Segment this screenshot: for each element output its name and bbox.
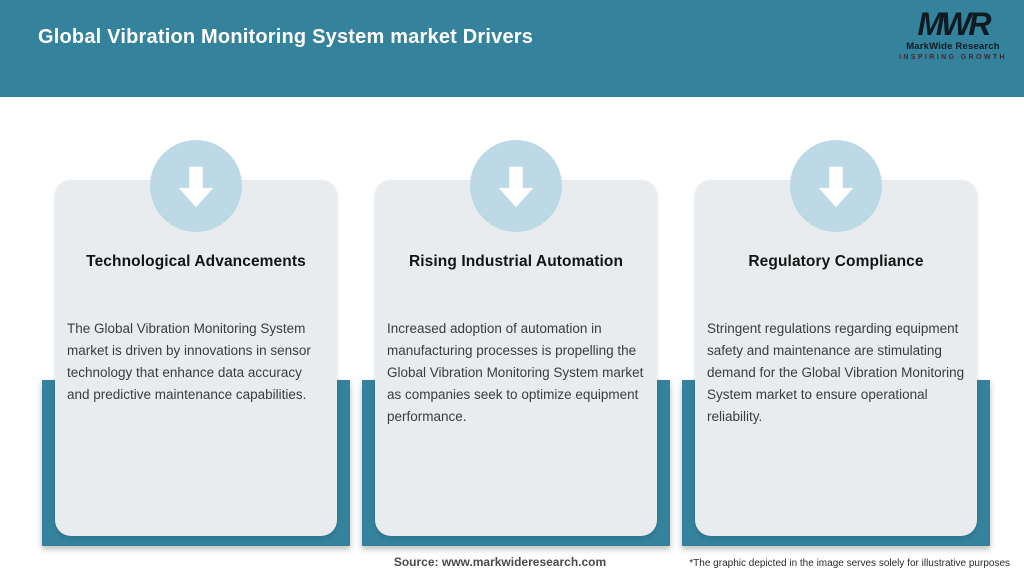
card-body: Stringent regulations regarding equipmen… — [707, 321, 965, 424]
driver-card-technological-advancements: Technological Advancements The Global Vi… — [42, 131, 350, 546]
down-arrow-badge — [790, 140, 882, 232]
card-title: Rising Industrial Automation — [408, 253, 624, 270]
card-panel: Technological Advancements The Global Vi… — [55, 180, 337, 536]
logo-name: MarkWide Research — [906, 41, 1000, 52]
disclaimer-text: *The graphic depicted in the image serve… — [689, 558, 1010, 569]
card-body: The Global Vibration Monitoring System m… — [67, 321, 311, 402]
logo-tagline: INSPIRING GROWTH — [898, 53, 1007, 61]
driver-card-rising-industrial-automation: Rising Industrial Automation Increased a… — [362, 131, 670, 546]
driver-card-regulatory-compliance: Regulatory Compliance Stringent regulati… — [682, 131, 990, 546]
driver-cards-row: Technological Advancements The Global Vi… — [42, 131, 990, 546]
card-title: Technological Advancements — [86, 253, 306, 270]
down-arrow-badge — [470, 140, 562, 232]
logo-acronym: MWR — [917, 6, 992, 42]
markwide-research-logo: MWR MarkWide Research INSPIRING GROWTH — [898, 8, 1008, 61]
card-body: Increased adoption of automation in manu… — [387, 321, 644, 424]
header-bar: Global Vibration Monitoring System marke… — [0, 0, 1024, 97]
card-panel: Rising Industrial Automation Increased a… — [375, 180, 657, 536]
card-panel: Regulatory Compliance Stringent regulati… — [695, 180, 977, 536]
down-arrow-icon — [498, 166, 534, 208]
down-arrow-icon — [178, 166, 214, 208]
down-arrow-badge — [150, 140, 242, 232]
down-arrow-icon — [818, 166, 854, 208]
card-title: Regulatory Compliance — [748, 253, 924, 270]
source-text: Source: www.markwideresearch.com — [393, 555, 607, 569]
page-title: Global Vibration Monitoring System marke… — [38, 26, 534, 48]
